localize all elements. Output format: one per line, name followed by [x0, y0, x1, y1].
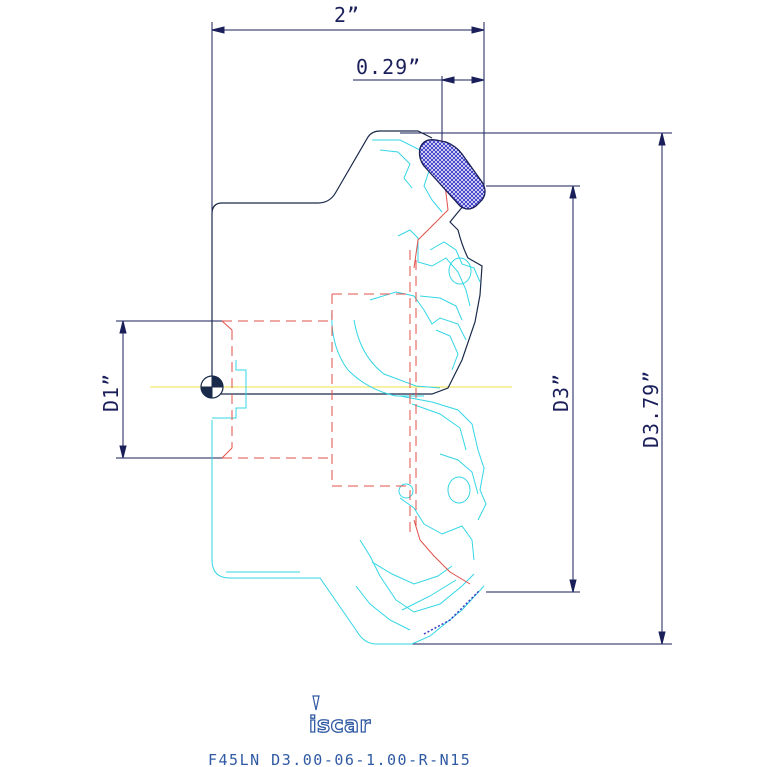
dim-bore-diameter: D1” — [99, 373, 123, 412]
brand-logo-mark — [312, 695, 320, 711]
cutting-edge-trace — [423, 589, 481, 635]
brand-logo: iscar — [308, 695, 371, 739]
tool-body-outline — [211, 130, 483, 395]
insert-crosshatch — [418, 139, 486, 210]
dim-overall-length: 2” — [334, 3, 360, 27]
part-number-caption: F45LN D3.00-06-1.00-R-N15 — [208, 751, 471, 767]
brand-logo-text: iscar — [309, 713, 371, 738]
dim-outer-diameter: D3.79” — [639, 370, 663, 448]
dim-cutting-diameter: D3” — [549, 373, 573, 412]
hidden-lines — [222, 250, 417, 536]
center-symbol — [200, 375, 224, 399]
dim-insert-offset: 0.29” — [356, 55, 421, 79]
dimension-lines — [116, 22, 672, 645]
insert-outlines — [211, 139, 487, 645]
hidden-lines-solid — [221, 140, 471, 585]
